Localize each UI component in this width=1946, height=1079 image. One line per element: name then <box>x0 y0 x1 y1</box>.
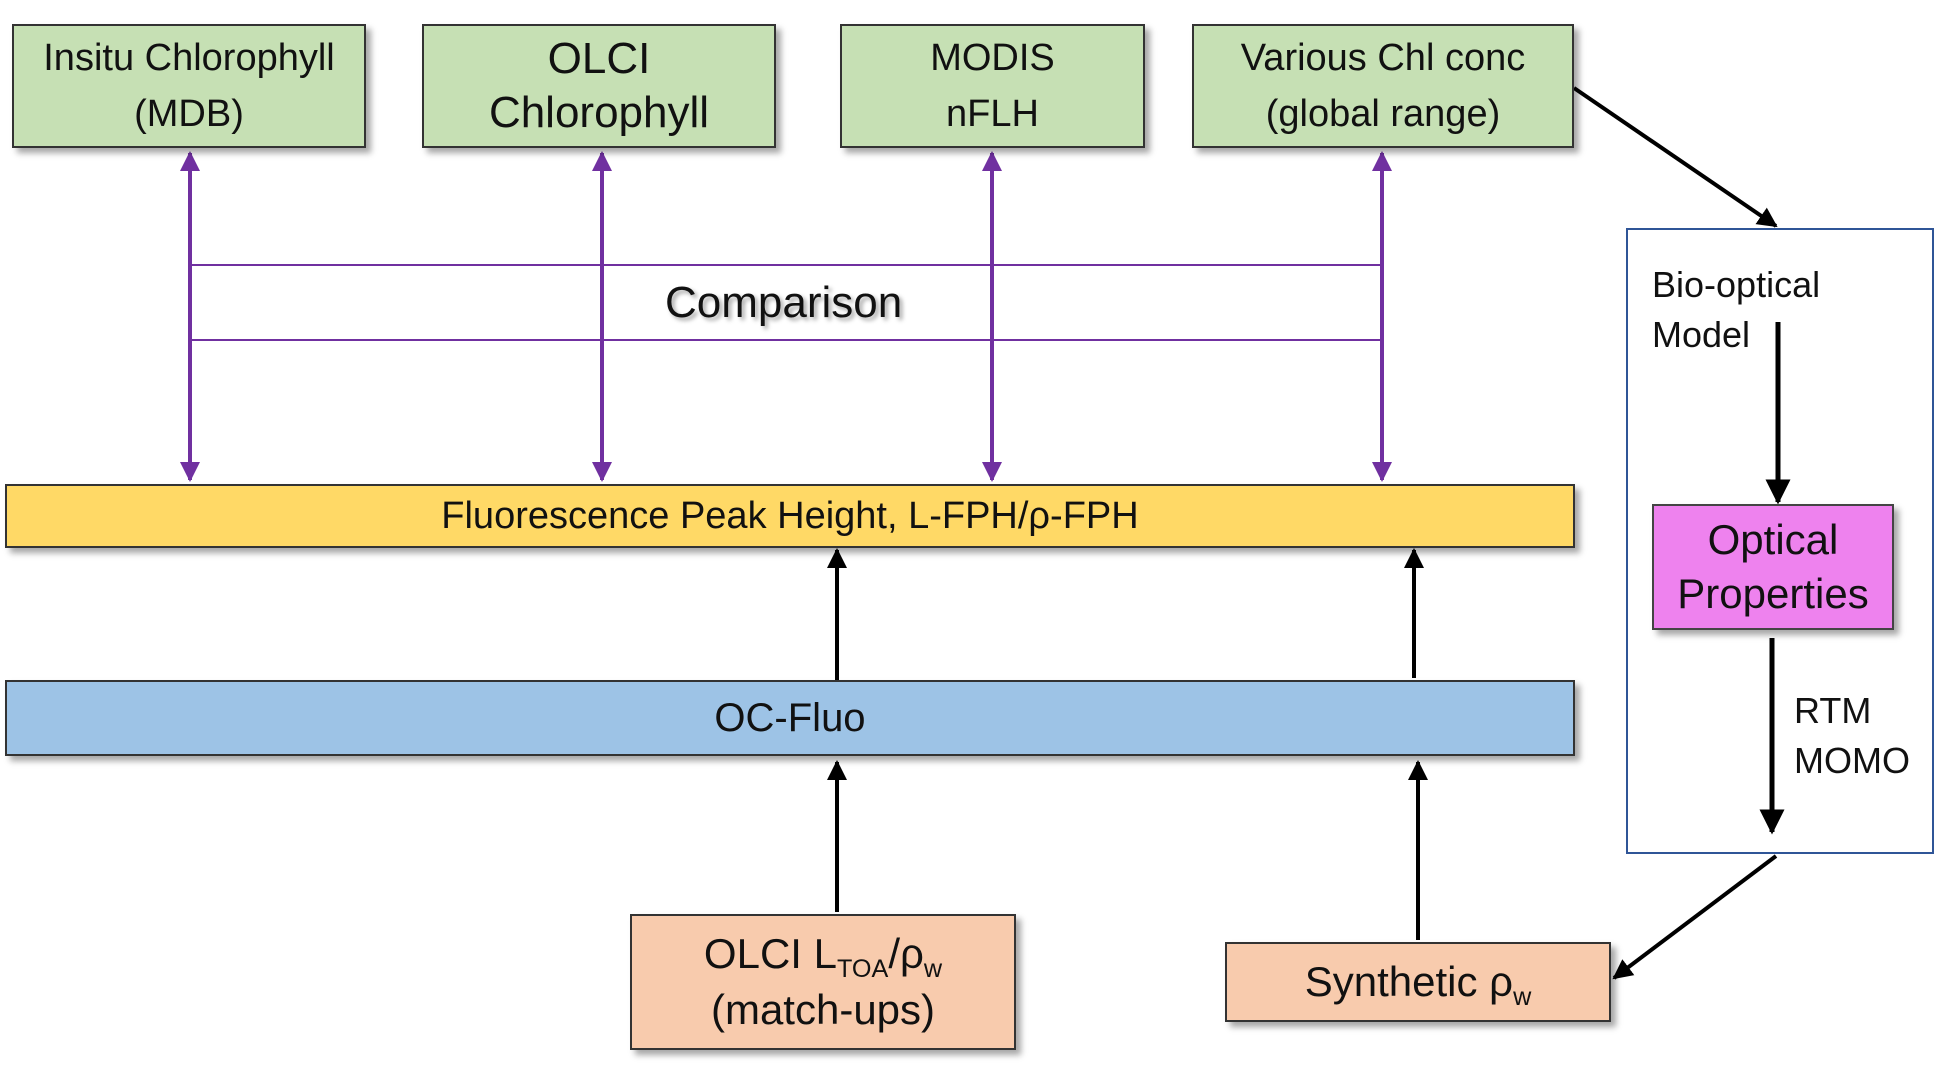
modis-line2: nFLH <box>946 93 1039 135</box>
arrow-panel-synth <box>1612 854 1778 980</box>
fph-label: Fluorescence Peak Height, L-FPH/ρ-FPH <box>441 494 1139 537</box>
modis-nflh-box: MODIS nFLH <box>840 24 1145 148</box>
bio-optical-line2: Model <box>1652 314 1751 355</box>
rtm-line1: RTM <box>1794 690 1872 731</box>
insitu-chlorophyll-box: Insitu Chlorophyll (MDB) <box>12 24 366 148</box>
olci-line2: Chlorophyll <box>488 88 710 137</box>
olci-ltoa-line1: OLCI LTOA/ρw <box>704 926 942 982</box>
olci-ltoa-box: OLCI LTOA/ρw (match-ups) <box>630 914 1016 1050</box>
olci-ltoa-sub2: w <box>923 954 943 983</box>
olci-ltoa-main: OLCI L <box>703 930 837 977</box>
olci-line1: OLCI <box>547 34 651 83</box>
olci-chlorophyll-box: OLCI Chlorophyll <box>422 24 776 148</box>
optical-line1: Optical <box>1707 516 1839 563</box>
various-line2: (global range) <box>1265 93 1501 135</box>
rtm-line2: MOMO <box>1794 740 1910 781</box>
synthetic-rho-box: Synthetic ρw <box>1225 942 1611 1022</box>
various-chl-box: Various Chl conc (global range) <box>1192 24 1574 148</box>
ocfluo-label: OC-Fluo <box>714 695 866 740</box>
optical-line2: Properties <box>1677 570 1869 617</box>
insitu-line2: (MDB) <box>134 93 244 135</box>
insitu-line1: Insitu Chlorophyll <box>43 37 335 79</box>
synthetic-main: Synthetic ρ <box>1304 958 1514 1005</box>
modis-line1: MODIS <box>930 37 1055 79</box>
comparison-label: Comparison <box>665 278 903 327</box>
bio-optical-line1: Bio-optical <box>1652 264 1821 305</box>
olci-ltoa-mid: /ρ <box>888 930 924 977</box>
synthetic-sub: w <box>1513 982 1532 1011</box>
arrow-various-panel <box>1572 86 1778 228</box>
olci-ltoa-sub1: TOA <box>836 954 889 983</box>
ocfluo-bar: OC-Fluo <box>5 680 1575 756</box>
synthetic-label: Synthetic ρw <box>1304 958 1532 1009</box>
side-panel-frame <box>1626 228 1934 854</box>
olci-ltoa-line2: (match-ups) <box>710 986 936 1033</box>
various-line1: Various Chl conc <box>1240 37 1526 79</box>
optical-properties-box: Optical Properties <box>1652 504 1894 630</box>
fph-bar: Fluorescence Peak Height, L-FPH/ρ-FPH <box>5 484 1575 548</box>
